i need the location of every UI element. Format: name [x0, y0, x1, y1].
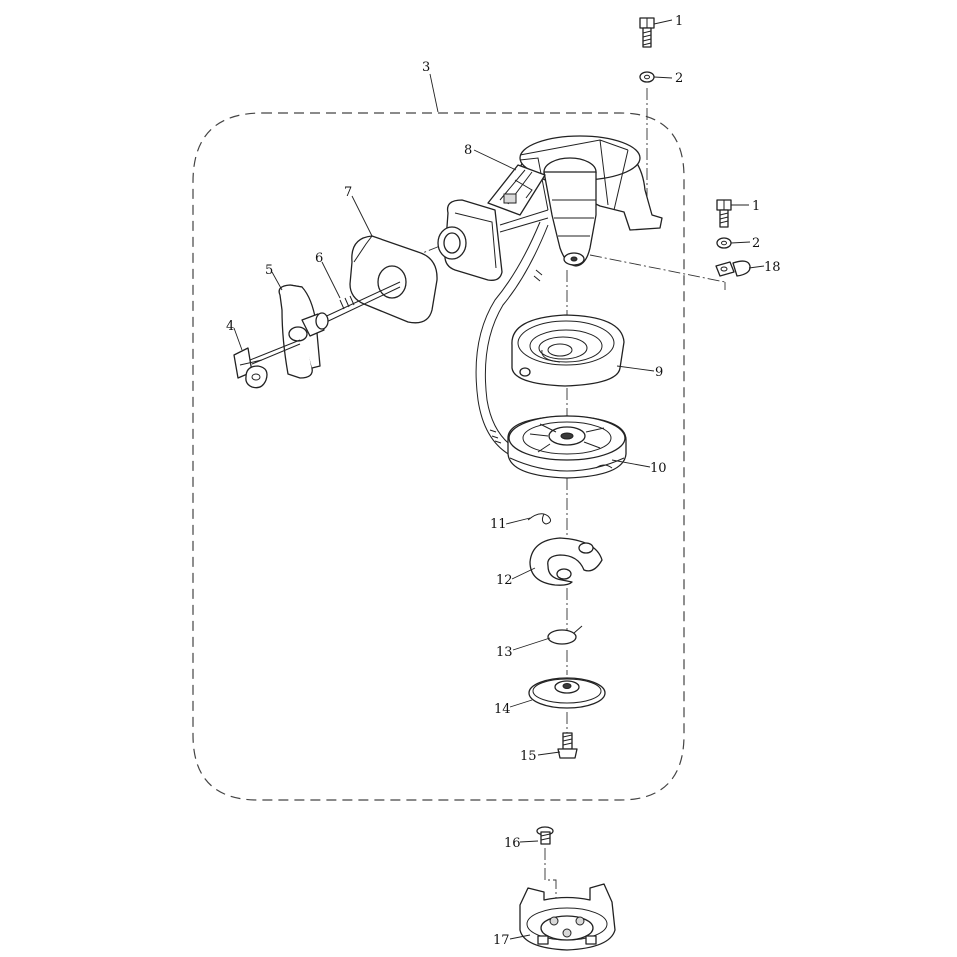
center-screw-part-15 — [557, 732, 578, 759]
callout-5: 5 — [265, 263, 273, 278]
callout-6: 6 — [315, 251, 323, 266]
callout-2-top: 2 — [675, 71, 683, 86]
t-handle-part-5 — [278, 284, 329, 379]
handle-rope-part-6 — [317, 281, 401, 326]
callout-14: 14 — [494, 702, 511, 717]
retainer-plate-part-14 — [528, 677, 606, 709]
screw-16-axis — [544, 848, 557, 905]
callout-1-right: 1 — [752, 199, 760, 214]
pawl-spring-part-11 — [527, 513, 552, 525]
callout-2-right: 2 — [752, 236, 760, 251]
callout-15: 15 — [520, 749, 537, 764]
leader-lines — [233, 19, 765, 940]
callout-10: 10 — [650, 461, 667, 476]
callout-13: 13 — [496, 645, 513, 660]
washer-part-2-top — [639, 71, 655, 83]
lanyard-clip-part-4 — [233, 339, 301, 389]
callout-1-top: 1 — [675, 14, 683, 29]
washer-part-2-right — [716, 237, 732, 249]
starter-rope — [475, 221, 549, 456]
callout-18: 18 — [764, 260, 781, 275]
recoil-spring-part-9 — [511, 314, 625, 387]
rope-grommet-part-7 — [349, 235, 438, 324]
callout-8: 8 — [464, 143, 472, 158]
friction-plate-part-13 — [547, 625, 583, 645]
callout-12: 12 — [496, 573, 513, 588]
callout-3: 3 — [422, 60, 430, 75]
cable-clamp-part-18 — [715, 260, 751, 277]
bolt-part-1-right — [716, 199, 732, 228]
callout-4: 4 — [226, 319, 234, 334]
rope-pulley-part-10 — [507, 415, 627, 479]
callout-9: 9 — [655, 365, 663, 380]
callout-17: 17 — [493, 933, 510, 948]
assembly-boundary — [192, 112, 685, 801]
callout-16: 16 — [504, 836, 521, 851]
bolt-part-1-top — [639, 17, 655, 48]
callout-11: 11 — [490, 517, 507, 532]
callout-labels: 1 2 3 1 2 18 8 7 6 5 4 9 10 11 12 13 14 … — [226, 14, 781, 948]
starter-cup-part-17 — [519, 883, 616, 951]
starter-housing-part-8 — [437, 135, 663, 281]
screw-part-16 — [536, 826, 554, 845]
ratchet-pawl-part-12 — [529, 537, 603, 586]
callout-7: 7 — [344, 185, 352, 200]
